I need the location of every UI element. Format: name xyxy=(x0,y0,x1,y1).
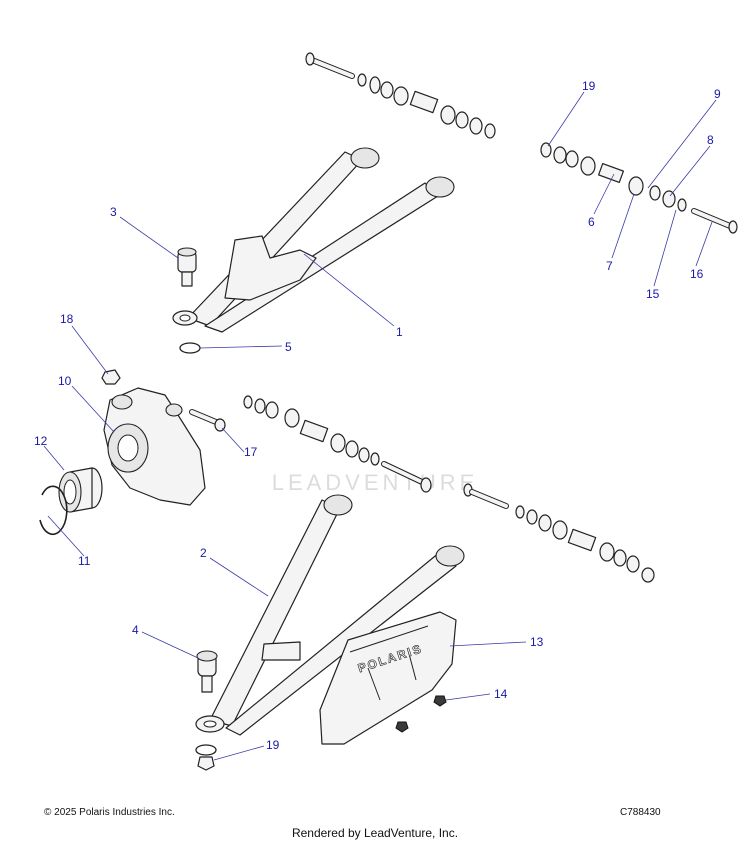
skid-plate: POLARIS xyxy=(319,611,457,745)
rendered-by-credit: Rendered by LeadVenture, Inc. xyxy=(291,826,459,840)
callout-5: 5 xyxy=(285,340,292,354)
snap-ring-5 xyxy=(179,342,201,354)
callout-9: 9 xyxy=(714,87,721,101)
callout-16: 16 xyxy=(690,267,704,281)
upper-hardware-stack-right xyxy=(540,142,738,234)
nut-18 xyxy=(101,369,121,385)
upper-ball-joint xyxy=(177,247,197,287)
callout-7: 7 xyxy=(606,259,613,273)
lower-hardware-stack-right xyxy=(463,483,655,583)
lower-hardware-stack-left xyxy=(243,395,432,493)
callout-11: 11 xyxy=(78,554,91,568)
upper-a-arm xyxy=(172,147,455,333)
callout-17: 17 xyxy=(244,445,258,459)
callout-1: 1 xyxy=(396,325,403,339)
callout-13: 13 xyxy=(530,635,544,649)
callout-8: 8 xyxy=(707,133,714,147)
lower-ball-joint xyxy=(196,650,218,693)
callout-2: 2 xyxy=(200,546,207,560)
snap-ring-lower xyxy=(195,744,217,756)
copyright-notice: © 2025 Polaris Industries Inc. xyxy=(44,807,175,818)
callout-10: 10 xyxy=(58,374,72,388)
retaining-ring-11 xyxy=(39,485,68,536)
drawing-id: C788430 xyxy=(620,807,661,818)
callout-labels: 19 9 8 6 7 15 16 3 1 5 18 10 12 11 17 2 … xyxy=(34,79,721,752)
screw-14a xyxy=(433,695,447,707)
callout-14: 14 xyxy=(494,687,508,701)
callout-18: 18 xyxy=(60,312,74,326)
callout-12: 12 xyxy=(34,434,48,448)
lower-a-arm xyxy=(195,494,465,736)
steering-knuckle xyxy=(103,387,206,506)
watermark: LEADVENTURE xyxy=(271,470,479,495)
callout-6: 6 xyxy=(588,215,595,229)
callout-19-top: 19 xyxy=(582,79,596,93)
screw-14b xyxy=(395,721,409,733)
leader-lines xyxy=(43,91,717,761)
bolt-17 xyxy=(189,409,226,432)
callout-15: 15 xyxy=(646,287,660,301)
callout-3: 3 xyxy=(110,205,117,219)
upper-hardware-stack-top xyxy=(305,52,496,139)
nut-19-lower xyxy=(197,756,215,771)
wheel-bearing xyxy=(58,467,103,513)
callout-4: 4 xyxy=(132,623,139,637)
callout-19-bottom: 19 xyxy=(266,738,280,752)
